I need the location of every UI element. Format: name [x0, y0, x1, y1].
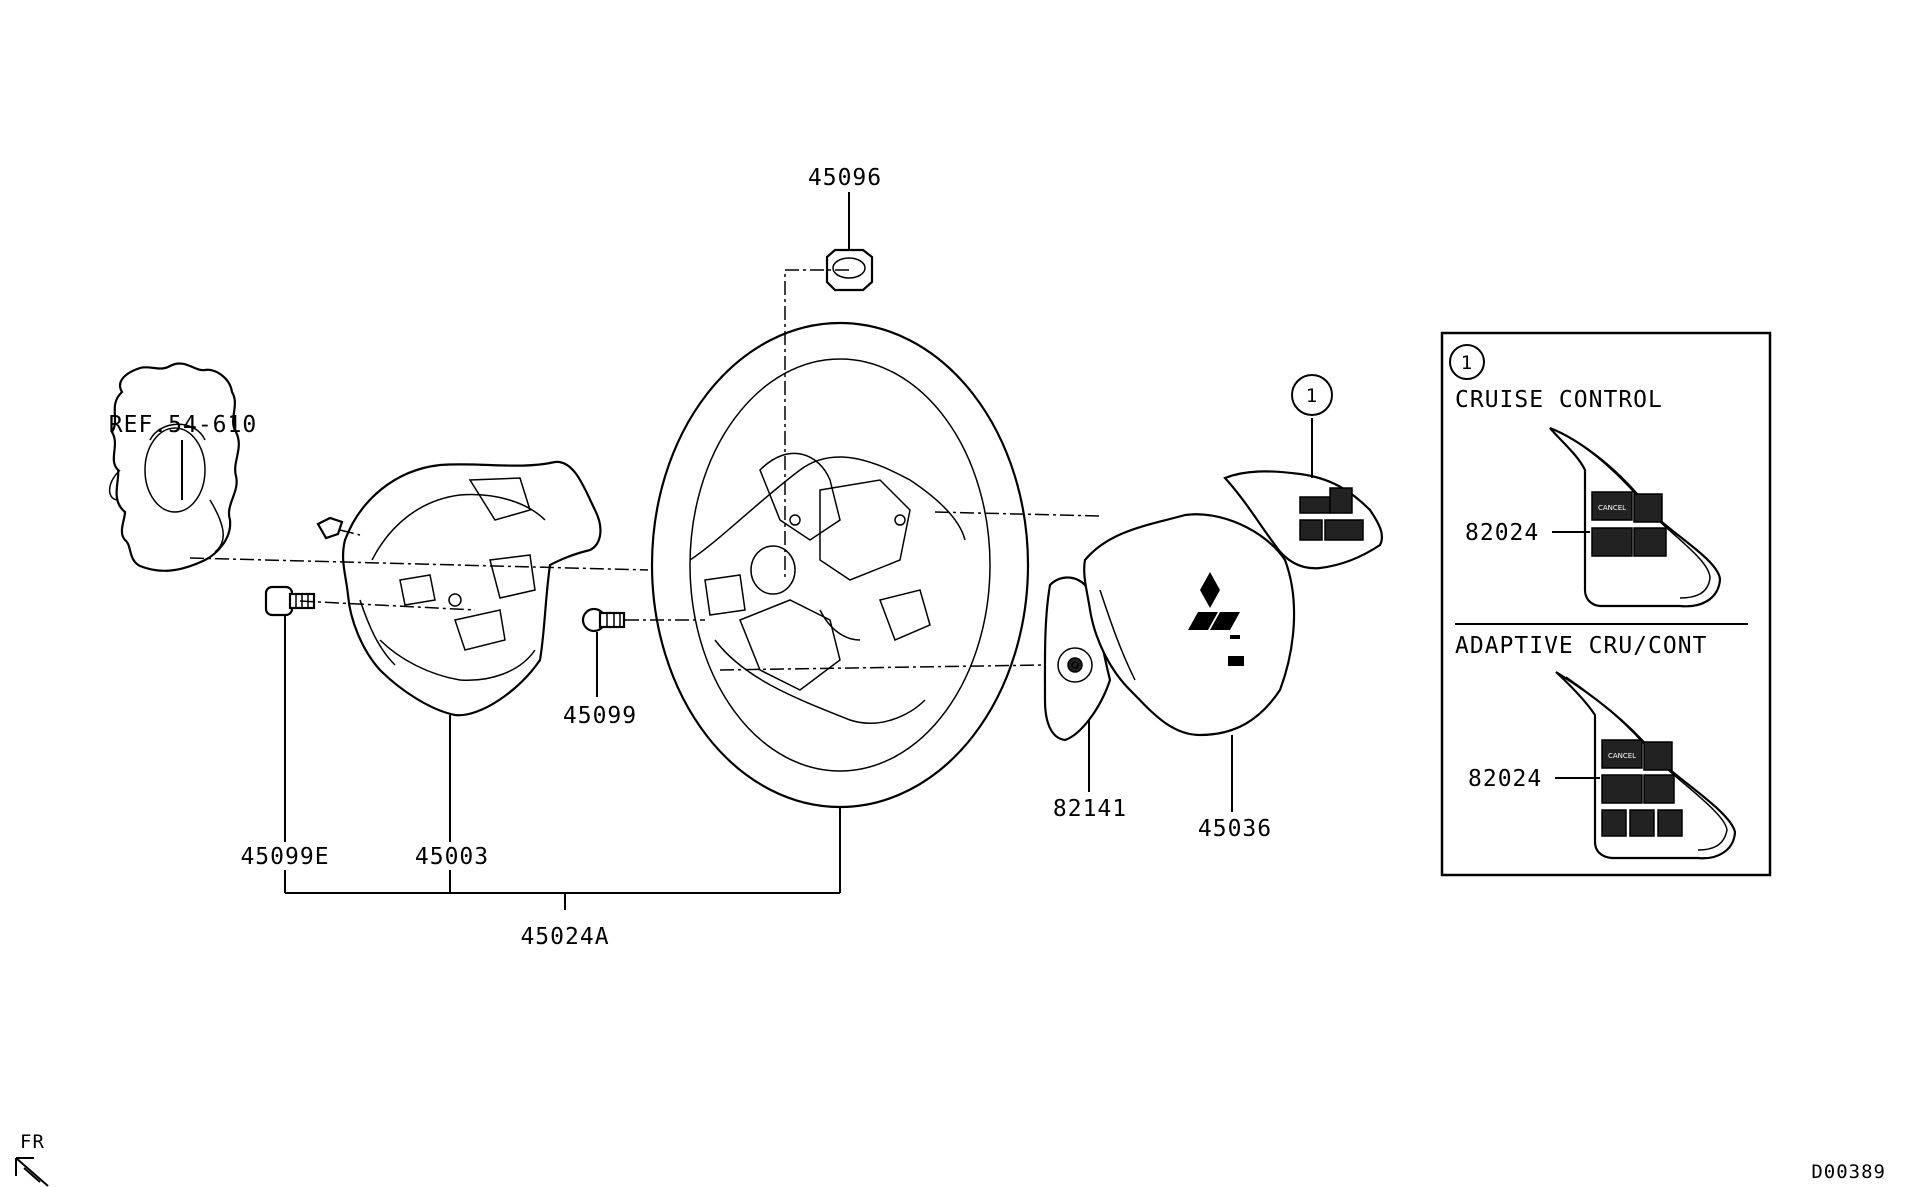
assembly-lines [189, 269, 1101, 671]
callout-number: 1 [1306, 385, 1318, 407]
drawing-code: D00389 [1811, 1161, 1886, 1183]
cancel-text-2: CANCEL [1608, 752, 1636, 760]
inset-panel: 1 CRUISE CONTROL CANCEL 82024 ADAPTIVE C… [1440, 331, 1772, 877]
inset-callout-number: 1 [1461, 352, 1473, 374]
label-45096: 45096 [808, 165, 882, 191]
label-45099e: 45099E [240, 844, 329, 870]
inset-section1-title: CRUISE CONTROL [1455, 387, 1663, 413]
clip-part [316, 516, 344, 540]
arrow-up-left-icon [15, 1157, 49, 1187]
callout-circle: 1 [1291, 374, 1333, 416]
inset-section2-title: ADAPTIVE CRU/CONT [1455, 633, 1707, 659]
adaptive-cruise-switch: CANCEL [1555, 671, 1737, 860]
inset-section1-part: 82024 [1465, 520, 1539, 546]
label-45003: 45003 [415, 844, 489, 870]
label-ref-54-610: REF.54-610 [109, 412, 257, 438]
leader-lines [181, 192, 1313, 910]
label-82141: 82141 [1053, 796, 1127, 822]
airbag-45036-part [1083, 513, 1296, 737]
label-45036: 45036 [1198, 816, 1272, 842]
cancel-text-1: CANCEL [1598, 504, 1626, 512]
rear-cover-45003-part [341, 460, 602, 717]
label-45099: 45099 [563, 703, 637, 729]
front-orientation-marker: FR [15, 1131, 49, 1187]
inset-section2-part: 82024 [1468, 766, 1542, 792]
nut-45096-part [825, 248, 874, 292]
clock-spring-part [108, 362, 240, 572]
fr-label: FR [20, 1131, 45, 1153]
steering-wheel-part [650, 321, 1030, 809]
cruise-control-switch: CANCEL [1549, 426, 1722, 608]
label-45024a: 45024A [520, 924, 609, 950]
bolt-45099-part [581, 607, 626, 633]
switch-right-part [1223, 470, 1384, 570]
